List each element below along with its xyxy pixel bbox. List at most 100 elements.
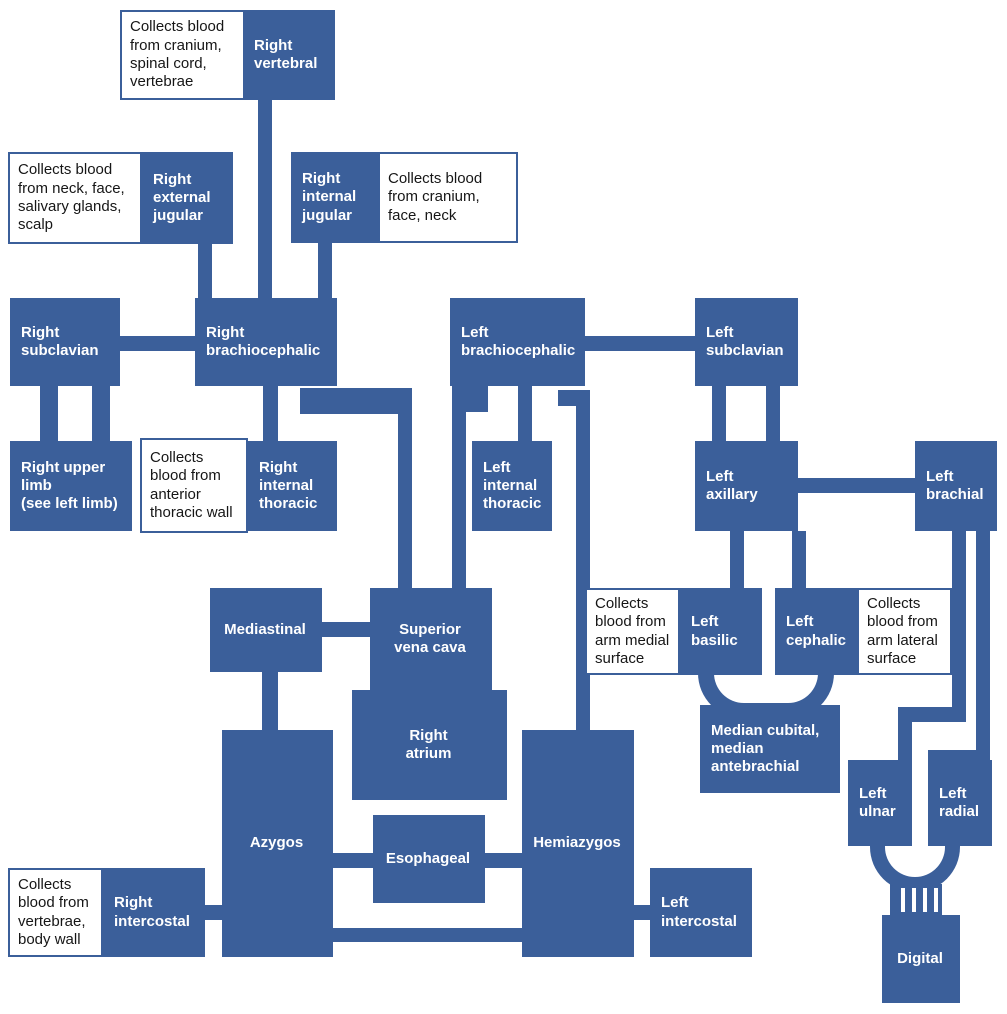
connector-rbrachio-svc-bar — [300, 388, 412, 414]
note-collects-cranium-spinal-vertebrae: Collects blood from cranium, spinal cord… — [120, 10, 245, 100]
label-collects-arm-lateral-surface: Collects blood from arm lateral surface — [867, 594, 938, 667]
vein-right-upper-limb: Right upper limb (see left limb) — [10, 441, 132, 531]
vein-right-subclavian: Right subclavian — [10, 298, 120, 386]
connector-rsub-limb-1 — [40, 386, 58, 441]
connector-brachial-radial-line — [976, 531, 990, 751]
connector-vertebral-down — [258, 100, 272, 298]
connector-rbrachio-svc-line — [398, 414, 412, 588]
connector-lsub-axillary-1 — [712, 386, 726, 441]
label-right-atrium: Right atrium — [405, 726, 452, 762]
label-left-subclavian: Left subclavian — [706, 323, 784, 359]
label-mediastinal: Mediastinal — [224, 620, 306, 638]
vein-left-cephalic: Left cephalic — [775, 588, 857, 675]
vein-hemiazygos: Hemiazygos — [522, 730, 634, 957]
connector-rsub-limb-2 — [92, 386, 110, 441]
label-digital: Digital — [897, 949, 943, 967]
label-right-intercostal: Right intercostal — [114, 894, 190, 930]
connector-axillary-basilic — [730, 531, 744, 588]
vein-superior-vena-cava: Superior vena cava — [370, 588, 492, 690]
vein-right-internal-jugular: Right internal jugular — [291, 152, 380, 243]
connector-azygos-hemi — [333, 928, 522, 942]
vein-right-internal-thoracic: Right internal thoracic — [248, 441, 337, 531]
label-right-upper-limb: Right upper limb (see left limb) — [21, 458, 118, 513]
label-right-subclavian: Right subclavian — [21, 323, 99, 359]
vein-left-basilic: Left basilic — [680, 588, 762, 675]
vein-left-intercostal: Left intercostal — [650, 868, 752, 957]
vein-left-brachial: Left brachial — [915, 441, 997, 531]
label-left-brachiocephalic: Left brachiocephalic — [461, 323, 576, 359]
comb-slit-1 — [901, 888, 905, 912]
label-left-internal-thoracic: Left internal thoracic — [483, 458, 542, 513]
comb-slit-2 — [912, 888, 916, 912]
arc-palmar-arch-arc — [870, 846, 960, 892]
connector-int-jugular-down — [318, 243, 332, 298]
vein-azygos: Azygos — [222, 730, 333, 957]
connector-azygos-esophageal — [333, 853, 373, 868]
connector-esophageal-hemi — [485, 853, 522, 868]
label-right-internal-jugular: Right internal jugular — [302, 170, 357, 224]
connector-mediastinal-azygos — [262, 672, 278, 730]
connector-brachial-ulnar-stub — [898, 722, 912, 760]
connector-lbrachio-lsub — [585, 336, 695, 351]
connector-rsub-rbrachio — [120, 336, 195, 351]
vein-left-ulnar: Left ulnar — [848, 760, 912, 846]
note-collects-neck-face-salivary-scalp: Collects blood from neck, face, salivary… — [8, 152, 142, 244]
connector-lbrachio-svc-line — [452, 412, 466, 588]
vein-right-vertebral: Right vertebral — [243, 10, 335, 100]
label-superior-vena-cava: Superior vena cava — [394, 620, 466, 656]
note-collects-arm-medial-surface: Collects blood from arm medial surface — [585, 588, 680, 675]
connector-ext-jugular-down — [198, 244, 212, 298]
label-hemiazygos: Hemiazygos — [533, 834, 621, 852]
vein-left-radial: Left radial — [928, 760, 992, 846]
connector-lbrachio-lintthoracic — [518, 386, 532, 441]
label-collects-neck-face-salivary-scalp: Collects blood from neck, face, salivary… — [18, 161, 125, 234]
label-esophageal: Esophageal — [385, 849, 471, 867]
connector-rintercostal-azygos — [205, 905, 222, 920]
note-collects-anterior-thoracic-wall: Collects blood from anterior thoracic wa… — [140, 438, 248, 533]
label-right-vertebral: Right vertebral — [254, 36, 318, 72]
label-left-radial: Left radial — [939, 784, 980, 820]
label-collects-cranium-face-neck: Collects blood from cranium, face, neck — [388, 170, 483, 224]
vein-esophageal: Esophageal — [373, 815, 485, 903]
vein-digital: Digital — [882, 915, 960, 1003]
vein-left-brachiocephalic: Left brachiocephalic — [450, 298, 585, 386]
label-right-external-jugular: Right external jugular — [153, 170, 211, 225]
label-left-basilic: Left basilic — [691, 613, 738, 649]
label-left-intercostal: Left intercostal — [661, 894, 737, 930]
label-collects-vertebrae-body-wall: Collects blood from vertebrae, body wall — [18, 875, 89, 948]
label-median-cubital-antebrachial: Median cubital, median antebrachial — [711, 721, 820, 776]
vein-right-atrium: Right atrium — [352, 690, 507, 800]
vein-left-axillary: Left axillary — [695, 441, 798, 531]
label-collects-cranium-spinal-vertebrae: Collects blood from cranium, spinal cord… — [130, 18, 225, 91]
connector-lsub-axillary-2 — [766, 386, 780, 441]
connector-lbrachio-hemi-line — [576, 398, 590, 730]
comb-slit-3 — [923, 888, 927, 912]
vein-mediastinal: Mediastinal — [210, 588, 322, 672]
note-collects-cranium-face-neck: Collects blood from cranium, face, neck — [378, 152, 518, 243]
vein-median-cubital-antebrachial: Median cubital, median antebrachial — [700, 705, 840, 793]
comb-slit-4 — [934, 888, 938, 912]
note-collects-arm-lateral-surface: Collects blood from arm lateral surface — [857, 588, 952, 675]
label-collects-arm-medial-surface: Collects blood from arm medial surface — [595, 594, 670, 667]
label-collects-anterior-thoracic-wall: Collects blood from anterior thoracic wa… — [150, 448, 233, 521]
label-left-brachial: Left brachial — [926, 467, 984, 503]
connector-axillary-brachial — [798, 478, 915, 493]
connector-brachial-ulnar-bar — [898, 707, 966, 722]
vein-right-brachiocephalic: Right brachiocephalic — [195, 298, 337, 386]
label-left-ulnar: Left ulnar — [859, 784, 896, 820]
label-azygos: Azygos — [249, 834, 304, 852]
label-left-cephalic: Left cephalic — [786, 613, 847, 649]
vein-right-external-jugular: Right external jugular — [142, 152, 233, 244]
vein-right-intercostal: Right intercostal — [103, 868, 205, 957]
note-collects-vertebrae-body-wall: Collects blood from vertebrae, body wall — [8, 868, 103, 957]
connector-mediastinal-svc — [322, 622, 370, 637]
connector-brachial-ulnar-line — [952, 531, 966, 707]
label-right-brachiocephalic: Right brachiocephalic — [206, 323, 321, 359]
vein-left-internal-thoracic: Left internal thoracic — [472, 441, 552, 531]
label-left-axillary: Left axillary — [706, 467, 758, 503]
connector-hemi-lintercostal — [634, 905, 650, 920]
connector-axillary-cephalic — [792, 531, 806, 588]
connector-rbrachio-rintthoracic — [263, 386, 278, 441]
vein-left-subclavian: Left subclavian — [695, 298, 798, 386]
